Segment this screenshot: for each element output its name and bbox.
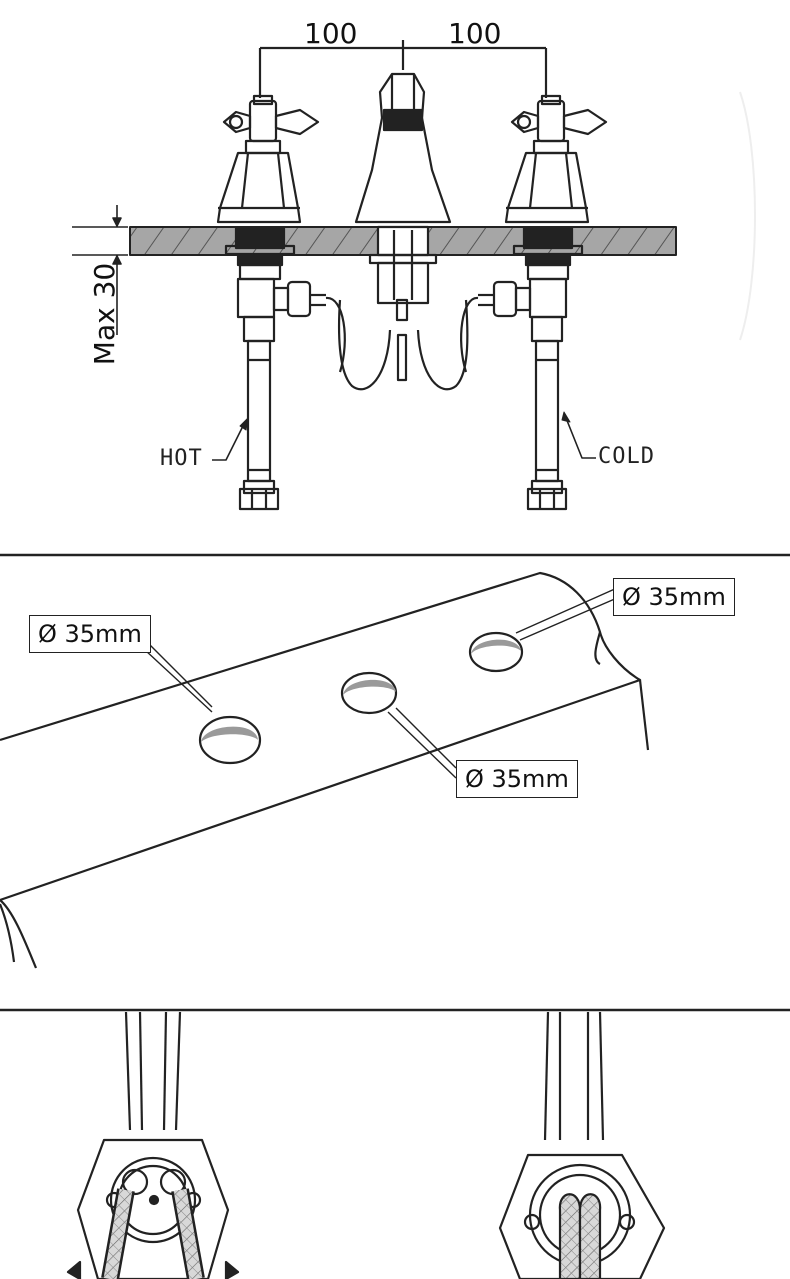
cold-valve [478,94,608,511]
spacing-dimension-lines [258,40,548,98]
thickness-dimension [72,205,128,335]
right-fitting [498,1011,666,1279]
hole-leader-left [144,639,213,713]
basin-deck-panel [0,571,650,969]
underside-connection-panel [66,1011,666,1279]
hot-hose [325,296,346,373]
hot-leader-line [212,423,245,461]
centre-spout [337,72,469,391]
cold-leader-line [565,417,596,459]
cold-hose [460,296,479,373]
hot-pipe-label: HOT [160,446,203,471]
hole-center [340,671,398,715]
hole-leader-center [387,707,457,779]
left-spacing-dimension: 100 [304,17,358,50]
hole-leader-right [515,587,618,641]
max-thickness-dimension: Max 30 [88,262,121,366]
cold-pipe-label: COLD [598,444,655,469]
hole-diameter-callout-left: Ø 35mm [29,615,151,653]
hole-left [198,715,262,765]
hole-diameter-callout-right: Ø 35mm [613,578,735,616]
right-spacing-dimension: 100 [448,17,502,50]
deck-outline [0,571,642,902]
hole-diameter-callout-center: Ø 35mm [456,760,578,798]
tap-elevation-panel [72,40,756,511]
hot-valve [216,94,326,511]
left-fitting [66,1011,240,1279]
hole-right [468,631,524,673]
